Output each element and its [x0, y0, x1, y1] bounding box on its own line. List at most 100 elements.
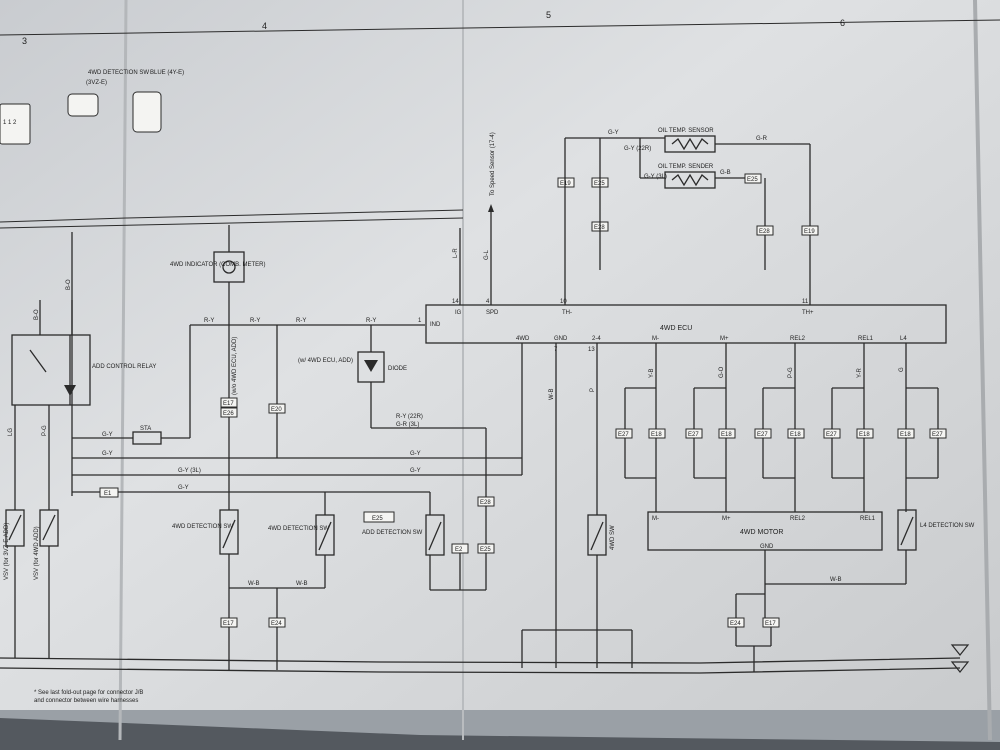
wire-ry-1: R-Y: [204, 318, 214, 324]
wire-gr-3l: G-R (3L): [396, 422, 419, 428]
splice-e17-bottom-label: E17: [223, 621, 234, 627]
switch-4wd-detection-left-label: 4WD DETECTION SW: [172, 524, 233, 530]
switch-add-detection-label: ADD DETECTION SW: [362, 530, 423, 536]
wire-gr-top: G-R: [756, 136, 768, 142]
wire-gy-top: G-Y: [608, 130, 619, 136]
ecu-pin-l4: L4: [900, 336, 907, 342]
ecu-pin-num-1: 1: [418, 318, 422, 324]
switch-l4-detection: [897, 509, 917, 551]
splice-e17-motor-label: E17: [765, 621, 776, 627]
splice-e27-2-label: E27: [688, 432, 699, 438]
connector-blue-icon: [132, 91, 162, 133]
motor-pin-m-plus: M+: [722, 516, 731, 522]
splice-e18-3: [787, 428, 805, 439]
splice-e27-5: [929, 428, 947, 439]
splice-e24-motor-label: E24: [730, 621, 741, 627]
splice-e26-label: E26: [223, 411, 234, 417]
ecu-pin-m-plus: M+: [720, 336, 729, 342]
ecu-pin-num-13: 13: [588, 347, 595, 353]
wire-wb-sw2: W-B: [296, 581, 308, 587]
oil-temp-sender: [664, 171, 716, 189]
vsv-right-label: VSV (for 4WD ADD): [34, 526, 40, 580]
ecu-pin-ig: IG: [455, 310, 462, 316]
splice-e27-4: [823, 428, 841, 439]
connector-gray-icon: [67, 93, 99, 117]
splice-e19-right-label: E19: [804, 229, 815, 235]
splice-e18-5: [897, 428, 915, 439]
splice-e25-mid-label: E25: [480, 547, 491, 553]
add-control-relay: [11, 334, 91, 406]
splice-e27-3-label: E27: [757, 432, 768, 438]
wire-ry-2: R-Y: [250, 318, 260, 324]
wire-gy-bus2: G-Y: [102, 451, 113, 457]
wire-yb: Y-B: [649, 369, 655, 378]
splice-e2-label: E2: [455, 547, 463, 553]
motor-pin-rel1: REL1: [860, 516, 876, 522]
splice-e1-label: E1: [104, 491, 112, 497]
column-number-5: 5: [546, 10, 551, 20]
splice-e28-right-label: E28: [759, 229, 770, 235]
splice-e28-mid-label: E28: [480, 500, 491, 506]
ecu-pin-th-plus: TH+: [802, 310, 814, 316]
splice-e27-1: [615, 428, 633, 439]
ecu-pin-4wd: 4WD: [516, 336, 530, 342]
wire-gy-bus1: G-Y: [102, 432, 113, 438]
wire-bo-2: B-O: [34, 309, 40, 320]
splice-e25-add-label: E25: [372, 516, 383, 522]
splice-e18-2: [718, 428, 736, 439]
wire-yr: Y-R: [857, 368, 863, 378]
ecu-pin-num-10: 10: [560, 299, 567, 305]
wire-go: G-O: [719, 366, 725, 378]
ecu-pin-rel1: REL1: [858, 336, 874, 342]
ground-symbol-2: [950, 661, 970, 673]
ecu-pin-gnd: GND: [554, 336, 568, 342]
splice-e27-4-label: E27: [826, 432, 837, 438]
ecu-pin-th-minus: TH-: [562, 310, 572, 316]
splice-e17-left-label: E17: [223, 401, 234, 407]
splice-e18-5-label: E18: [900, 432, 911, 438]
column-number-6: 6: [840, 18, 845, 28]
wire-wb-sw1: W-B: [248, 581, 260, 587]
footnote-line2: and connector between wire harnesses: [34, 698, 138, 704]
wire-wb-gnd: W-B: [549, 388, 555, 400]
wire-ry-22r: R-Y (22R): [396, 414, 423, 420]
column-number-3: 3: [22, 36, 27, 46]
motor-label: 4WD MOTOR: [740, 529, 783, 536]
ecu-pin-ind: IND: [430, 322, 441, 328]
relay-connector-pins: 1 1 2: [3, 120, 17, 126]
splice-e18-2-label: E18: [721, 432, 732, 438]
wire-gy-bus5: G-Y: [410, 468, 421, 474]
wire-ry-3: R-Y: [296, 318, 306, 324]
wire-gb-top: G-B: [720, 170, 731, 176]
vsv-left-label: VSV (for 3VZ-E ADD): [4, 523, 10, 580]
motor-pin-m-minus: M-: [652, 516, 659, 522]
relay-connector-icon: [0, 103, 31, 145]
wire-ry-wo4wd: (w/o 4WD ECU, ADD): [232, 337, 238, 395]
wire-lg: LG: [8, 428, 14, 436]
wire-ry-4: R-Y: [366, 318, 376, 324]
ecu-pin-spd: SPD: [486, 310, 499, 316]
ecu-pin-num-4: 4: [486, 299, 490, 305]
ecu-pin-rel2: REL2: [790, 336, 806, 342]
splice-e18-4: [856, 428, 874, 439]
ecu-pin-num-11: 11: [802, 299, 809, 305]
splice-e27-3: [754, 428, 772, 439]
splice-e19-top: [557, 177, 575, 188]
splice-e1: [99, 487, 119, 498]
wire-bo-1: B-O: [66, 279, 72, 290]
wire-wb-motor: W-B: [830, 577, 842, 583]
motor-pin-gnd: GND: [760, 544, 774, 550]
switch-4wd-detection-mid-label: 4WD DETECTION SW: [268, 526, 329, 532]
wire-g: G: [899, 367, 905, 372]
ecu-pin-2-4: 2-4: [592, 336, 601, 342]
ecu-box: [425, 304, 947, 344]
detection-sw-header: 4WD DETECTION SW: [88, 70, 149, 76]
speed-sensor-label: To Speed Sensor (17-4): [490, 132, 496, 196]
connector-gray-label: (3VZ-E): [86, 80, 107, 86]
wire-ry-w4wd: (w/ 4WD ECU, ADD): [298, 358, 353, 364]
switch-add-detection: [425, 514, 445, 556]
splice-e25-sender-label: E25: [747, 177, 758, 183]
ground-symbol-1: [950, 644, 970, 656]
wire-pg-left: P-G: [42, 425, 48, 436]
